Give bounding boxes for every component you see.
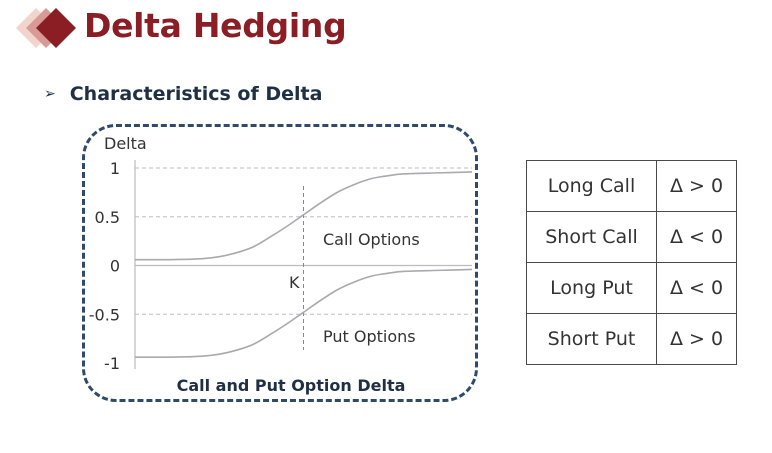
position-cell: Long Put xyxy=(526,262,657,314)
section-subtitle: Characteristics of Delta xyxy=(69,83,323,105)
chart-frame xyxy=(82,124,478,402)
chart-series xyxy=(134,171,473,359)
delta-sign-cell: Δ > 0 xyxy=(656,160,737,212)
chart-title: Call and Put Option Delta xyxy=(177,376,406,395)
y-tick-label: 1 xyxy=(110,159,120,178)
put-delta-curve xyxy=(134,268,473,359)
call-delta-curve xyxy=(134,171,473,261)
arrow-bullet-icon: ➢ xyxy=(44,86,56,102)
y-tick-label: 0 xyxy=(110,257,120,276)
delta-sign-cell: Δ < 0 xyxy=(656,211,737,263)
y-tick-labels: 1 0.5 0 -0.5 -1 xyxy=(89,159,120,373)
position-cell: Short Call xyxy=(526,211,657,263)
page-title: Delta Hedging xyxy=(84,6,347,45)
y-tick-label: 0.5 xyxy=(95,208,120,227)
y-tick-label: -0.5 xyxy=(89,305,120,324)
delta-sign-cell: Δ < 0 xyxy=(656,262,737,314)
position-cell: Long Call xyxy=(526,160,657,212)
call-series-label: Call Options xyxy=(323,230,420,249)
subtitle-row: ➢ Characteristics of Delta xyxy=(44,82,322,106)
delta-sign-cell: Δ > 0 xyxy=(656,313,737,365)
strike-label: K xyxy=(289,273,300,292)
put-series-label: Put Options xyxy=(323,327,416,346)
diamond-logo-icon xyxy=(16,8,76,48)
y-axis-label: Delta xyxy=(104,134,147,153)
position-cell: Short Put xyxy=(526,313,657,365)
y-tick-label: -1 xyxy=(104,354,120,373)
